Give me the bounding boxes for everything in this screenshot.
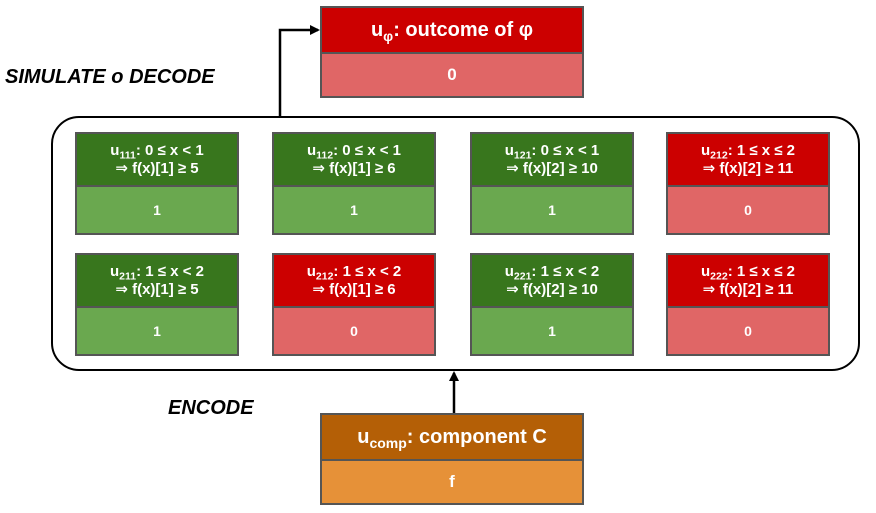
cell-header: u212: 1 ≤ x ≤ 2⇒ f(x)[2] ≥ 11 — [668, 134, 828, 187]
cell-implication: ⇒ f(x)[1] ≥ 5 — [115, 159, 199, 177]
cell-var: u — [700, 141, 711, 159]
cell-condition: : 1 ≤ x < 2 — [136, 262, 204, 280]
cell-sub: 211 — [119, 270, 137, 283]
cell-condition: : 1 ≤ x < 2 — [333, 262, 402, 280]
cell-header: u222: 1 ≤ x ≤ 2⇒ f(x)[2] ≥ 11 — [668, 255, 828, 308]
cell-sub: 221 — [513, 270, 532, 283]
component-header: ucomp: component C — [322, 415, 582, 461]
component-box: ucomp: component C f — [320, 413, 584, 505]
cell-header: u221: 1 ≤ x < 2⇒ f(x)[2] ≥ 10 — [472, 255, 632, 308]
cell-implication: ⇒ f(x)[1] ≥ 6 — [312, 280, 396, 298]
outcome-value: 0 — [322, 54, 582, 96]
cell-var: u — [504, 141, 514, 159]
cell-sub: 212 — [710, 149, 728, 162]
cell-condition: : 1 ≤ x ≤ 2 — [727, 141, 796, 159]
cell-condition: : 0 ≤ x < 1 — [531, 141, 600, 159]
cell-value: 1 — [77, 308, 237, 354]
cell-condition: : 1 ≤ x ≤ 2 — [727, 262, 796, 280]
simulate-decode-arrow — [278, 25, 320, 116]
cell-condition: : 0 ≤ x < 1 — [135, 141, 204, 159]
simulate-decode-label: SIMULATE o DECODE — [5, 66, 215, 88]
cell-condition: : 1 ≤ x < 2 — [531, 262, 600, 280]
cell-value: 1 — [472, 308, 632, 354]
cell-var: u — [110, 141, 120, 159]
outcome-var: u — [370, 18, 384, 41]
cell-sub: 222 — [710, 270, 728, 283]
cell-var: u — [306, 262, 316, 280]
cell-header: u212: 1 ≤ x < 2⇒ f(x)[1] ≥ 6 — [274, 255, 434, 308]
encoding-group — [51, 116, 860, 371]
cell-implication: ⇒ f(x)[1] ≥ 6 — [312, 159, 396, 177]
cell-value: 1 — [274, 187, 434, 233]
cell-implication: ⇒ f(x)[2] ≥ 10 — [506, 280, 598, 298]
cell-var: u — [700, 262, 711, 280]
cell-var: u — [504, 262, 514, 280]
component-sub: comp — [369, 434, 407, 451]
cell-header: u121: 0 ≤ x < 1⇒ f(x)[2] ≥ 10 — [472, 134, 632, 187]
outcome-header: uφ: outcome of φ — [322, 8, 582, 54]
component-value: f — [322, 461, 582, 503]
cell-value: 0 — [668, 187, 828, 233]
cell-condition: : 0 ≤ x < 1 — [333, 141, 401, 159]
cell-implication: ⇒ f(x)[2] ≥ 11 — [702, 280, 794, 298]
component-desc: : component C — [406, 425, 547, 448]
outcome-box: uφ: outcome of φ 0 — [320, 6, 584, 98]
cell-var: u — [307, 141, 317, 159]
cell-value: 0 — [274, 308, 434, 354]
cell-value: 1 — [472, 187, 632, 233]
component-var: u — [357, 425, 370, 448]
cell-implication: ⇒ f(x)[1] ≥ 5 — [115, 280, 199, 298]
cell-header: u112: 0 ≤ x < 1⇒ f(x)[1] ≥ 6 — [274, 134, 434, 187]
cell-implication: ⇒ f(x)[2] ≥ 10 — [506, 159, 598, 177]
cell-sub: 111 — [119, 149, 136, 162]
cell-sub: 121 — [513, 149, 532, 162]
cell-value: 1 — [77, 187, 237, 233]
cell-implication: ⇒ f(x)[2] ≥ 11 — [702, 159, 794, 177]
cell-value: 0 — [668, 308, 828, 354]
outcome-desc: : outcome of φ — [393, 18, 534, 41]
outcome-sub: φ — [383, 27, 394, 44]
cell-header: u111: 0 ≤ x < 1⇒ f(x)[1] ≥ 5 — [77, 134, 237, 187]
cell-header: u211: 1 ≤ x < 2⇒ f(x)[1] ≥ 5 — [77, 255, 237, 308]
cell-sub: 212 — [315, 270, 334, 283]
encode-label: ENCODE — [168, 397, 254, 419]
cell-var: u — [110, 262, 120, 280]
cell-sub: 112 — [316, 149, 334, 162]
